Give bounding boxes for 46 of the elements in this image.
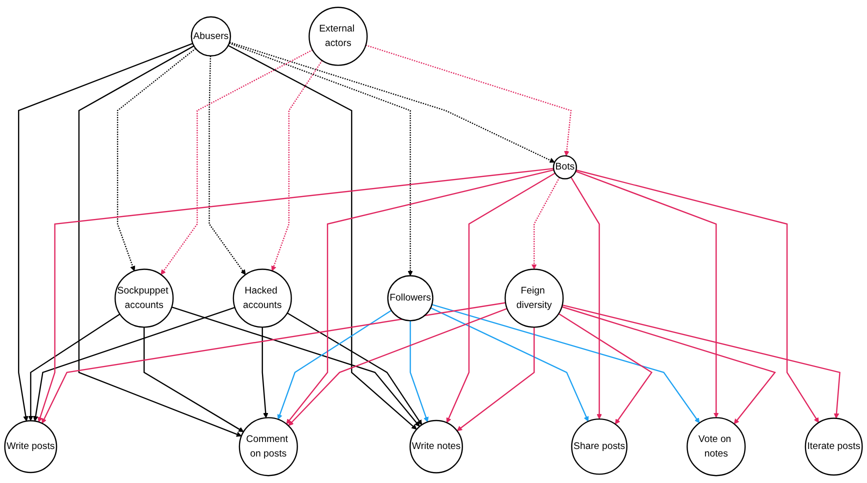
- arrow: [229, 42, 413, 276]
- arrow: [288, 308, 508, 426]
- arrow: [410, 320, 429, 422]
- arrow: [576, 170, 819, 423]
- node-circle: Feign diversity: [504, 268, 564, 328]
- arrow: [286, 169, 554, 424]
- node-circle: Comment on posts: [238, 417, 298, 476]
- node-circle: Sockpuppet accounts: [114, 268, 174, 328]
- node-circle: External actors: [308, 6, 368, 66]
- arrow: [160, 49, 313, 275]
- node-circle: Write posts: [4, 420, 58, 474]
- node-circle: Write notes: [410, 420, 463, 474]
- arrow: [144, 327, 244, 432]
- arrow: [562, 304, 840, 419]
- arrow: [432, 304, 700, 424]
- arrow: [208, 56, 246, 275]
- arrow: [531, 177, 560, 270]
- arrow: [446, 172, 556, 423]
- node-circle: Hacked accounts: [232, 268, 292, 328]
- node-circle: Vote on notes: [686, 417, 746, 476]
- arrow: [570, 176, 602, 420]
- arrow: [562, 306, 776, 424]
- arrow: [575, 170, 719, 418]
- arrow: [228, 44, 417, 430]
- arrow: [33, 306, 236, 422]
- arrow: [42, 302, 506, 424]
- node-circle: Bots: [552, 155, 578, 180]
- arrow: [558, 313, 653, 424]
- arrow: [430, 307, 589, 422]
- arrow: [286, 312, 422, 426]
- node-circle: Abusers: [190, 16, 232, 56]
- node-circle: Followers: [387, 275, 434, 322]
- arrow: [28, 314, 120, 421]
- arrow: [271, 60, 323, 272]
- arrow: [229, 42, 555, 163]
- arrow: [18, 42, 193, 422]
- arrow: [456, 327, 535, 432]
- arrow: [262, 327, 268, 418]
- arrow: [366, 44, 572, 156]
- node-circle: Iterate posts: [804, 418, 863, 476]
- arrow: [277, 310, 392, 420]
- arrow: [116, 48, 196, 272]
- arrow: [38, 168, 554, 422]
- arrow: [172, 306, 420, 427]
- node-circle: Share posts: [571, 418, 628, 475]
- arrow: [78, 45, 242, 437]
